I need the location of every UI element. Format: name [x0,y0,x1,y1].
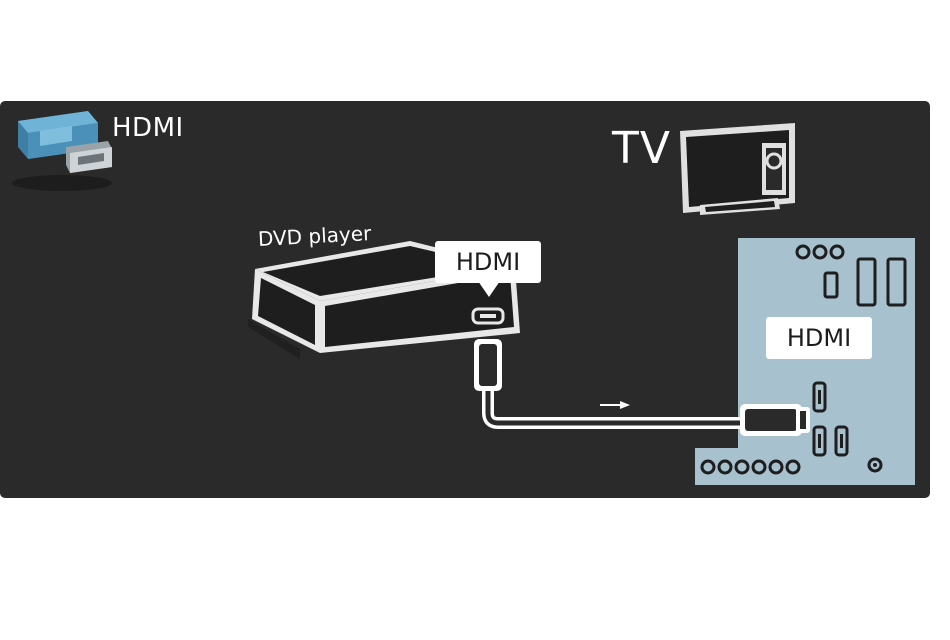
dvd-hdmi-badge: HDMI [435,241,541,283]
connection-diagram: HDMI TV DVD player HDMI HDMI [0,101,930,498]
arrow-right-icon [600,401,630,409]
diagram-graphics [0,101,930,498]
tv-label: TV [612,123,671,174]
hdmi-plug-icon [12,111,112,191]
tv-hdmi-badge: HDMI [766,317,872,359]
tv-connection-panel [695,238,915,485]
tv-icon [680,123,795,215]
hdmi-legend-label: HDMI [112,113,184,143]
